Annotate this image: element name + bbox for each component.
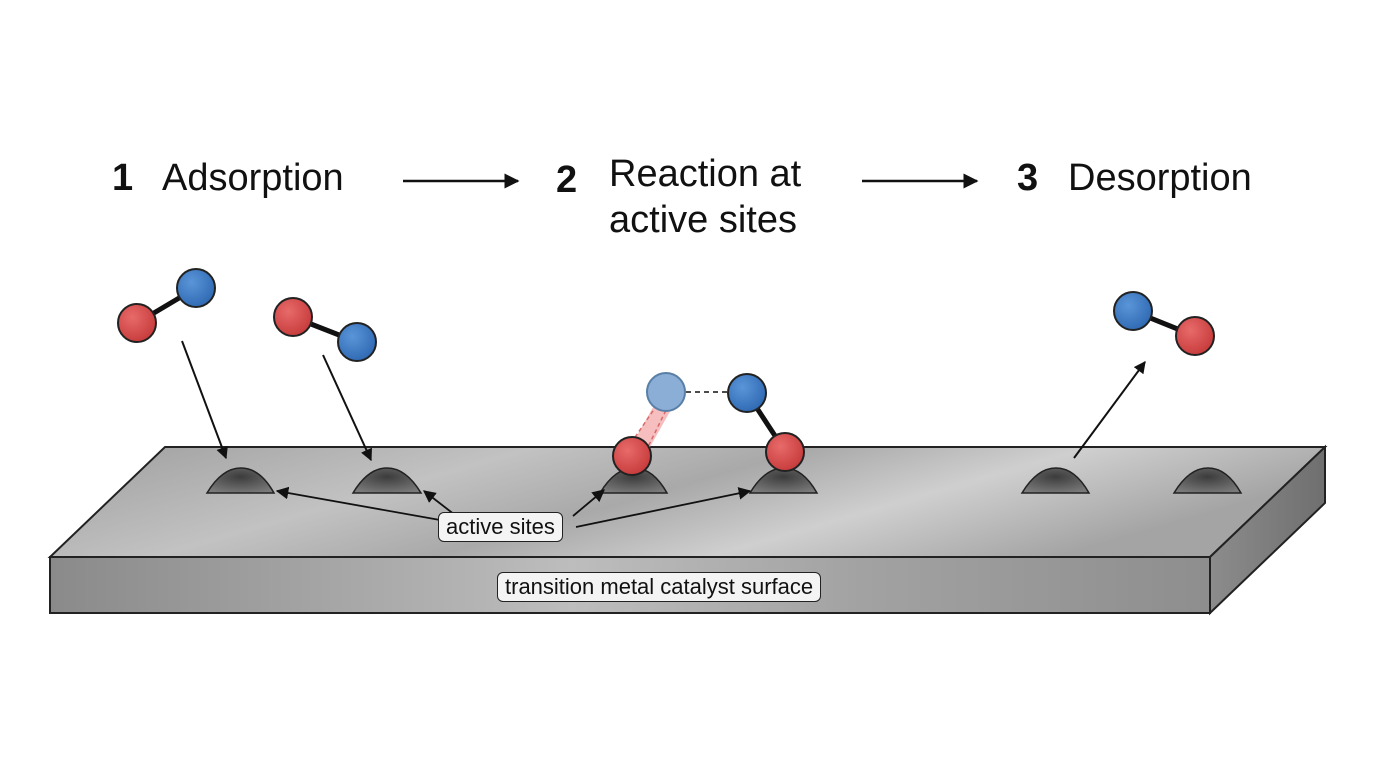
- blue-atom: [727, 373, 767, 413]
- step-3-number: 3: [1017, 157, 1039, 199]
- desorbing-molecule: [1113, 291, 1215, 356]
- pointer-arrow: [572, 489, 605, 517]
- step-1-number: 1: [112, 157, 134, 199]
- adsorption-arrow-2: [322, 354, 372, 462]
- red-atom: [117, 303, 157, 343]
- adsorption-arrow-1: [181, 340, 228, 460]
- blue-atom: [176, 268, 216, 308]
- step-2-number: 2: [556, 159, 578, 201]
- surface-label: transition metal catalyst surface: [497, 572, 822, 602]
- slab-side-face: [1209, 444, 1326, 616]
- pointer-arrow: [423, 490, 456, 516]
- step-2-label-line-2: active sites: [609, 199, 797, 241]
- adsorbing-molecule-2: [273, 297, 377, 362]
- active-sites-label: active sites: [438, 512, 563, 542]
- active-site-pit: [1172, 467, 1243, 494]
- pointer-arrow: [275, 486, 441, 521]
- red-atom: [1175, 316, 1215, 356]
- desorption-arrow: [1073, 361, 1146, 459]
- adsorbing-molecule-1: [117, 268, 216, 343]
- slab-top-face: [47, 446, 1328, 558]
- step-2-label-line-1: Reaction at: [609, 153, 802, 195]
- reaction-intermediate: [612, 372, 805, 476]
- blue-atom: [1113, 291, 1153, 331]
- pointer-arrow: [575, 487, 752, 528]
- red-atom: [273, 297, 313, 337]
- blue-atom: [337, 322, 377, 362]
- step-3-label: Desorption: [1068, 157, 1252, 199]
- faded-blue-atom: [646, 372, 686, 412]
- red-atom: [765, 432, 805, 472]
- red-atom: [612, 436, 652, 476]
- active-site-pit: [1020, 467, 1091, 494]
- active-site-pointers: [275, 486, 752, 528]
- active-site-pits: [205, 467, 1243, 494]
- active-site-pit: [205, 467, 276, 494]
- step-1-label: Adsorption: [162, 157, 344, 199]
- active-site-pit: [351, 467, 423, 494]
